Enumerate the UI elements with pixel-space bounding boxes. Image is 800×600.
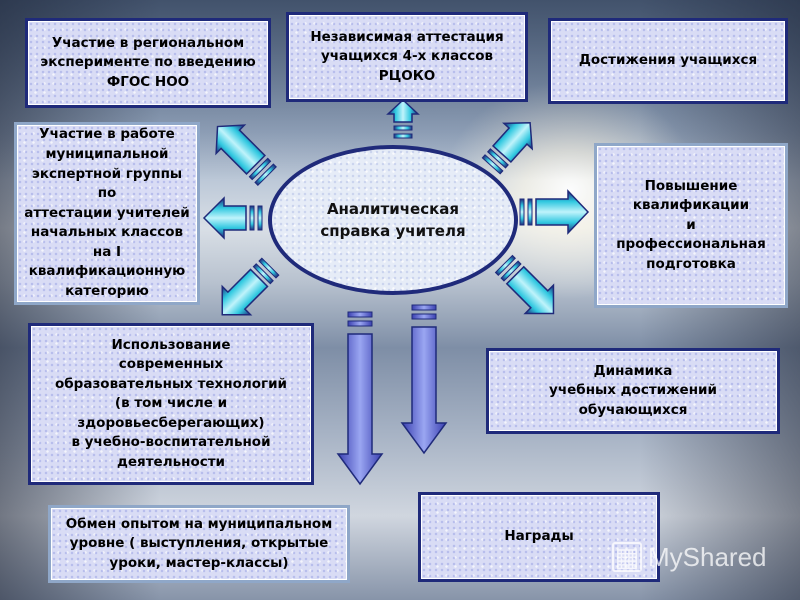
box-expert-group-label: Участие в работе муниципальной экспертно… [24, 126, 190, 299]
arrow-to-dynamics [494, 254, 555, 315]
box-technologies-label: Использование современных образовательны… [54, 336, 288, 470]
box-dynamics: Динамика учебных достижений обучающихся [486, 348, 780, 434]
box-awards-label: Награды [504, 528, 574, 545]
box-independent-attestation: Независимая аттестация учащихся 4-х клас… [286, 12, 528, 102]
box-achievements-label: Достижения учащихся [578, 52, 758, 69]
arrow-to-expert-group [202, 196, 263, 240]
watermark: ▦ MyShared [612, 537, 792, 577]
watermark-text: MyShared [648, 541, 767, 572]
box-experience: Обмен опытом на муниципальном уровне ( в… [48, 505, 350, 583]
arrow-to-awards [400, 304, 448, 455]
arrow-to-experience [336, 311, 384, 486]
box-qualification: Повышение квалификации и профессиональна… [594, 143, 788, 308]
center-label: Аналитическая справка учителя [320, 199, 466, 241]
box-technologies: Использование современных образовательны… [28, 323, 314, 485]
center-node: Аналитическая справка учителя [268, 145, 518, 295]
watermark-logo-icon: ▦ [612, 542, 642, 572]
box-achievements: Достижения учащихся [548, 18, 788, 104]
box-regional-experiment-label: Участие в региональном эксперименте по в… [40, 34, 256, 90]
box-dynamics-label: Динамика учебных достижений обучающихся [549, 362, 717, 418]
box-independent-attestation-label: Независимая аттестация учащихся 4-х клас… [310, 28, 504, 84]
arrow-to-regional-experiment [215, 124, 277, 186]
box-expert-group: Участие в работе муниципальной экспертно… [14, 122, 200, 305]
box-qualification-label: Повышение квалификации и профессиональна… [616, 177, 766, 272]
box-regional-experiment: Участие в региональном эксперименте по в… [25, 18, 271, 108]
arrow-to-attestation [386, 98, 420, 139]
box-experience-label: Обмен опытом на муниципальном уровне ( в… [65, 515, 333, 571]
arrow-to-qualification [519, 189, 590, 235]
arrow-to-technologies [221, 257, 280, 316]
arrow-to-achievements [481, 121, 534, 175]
